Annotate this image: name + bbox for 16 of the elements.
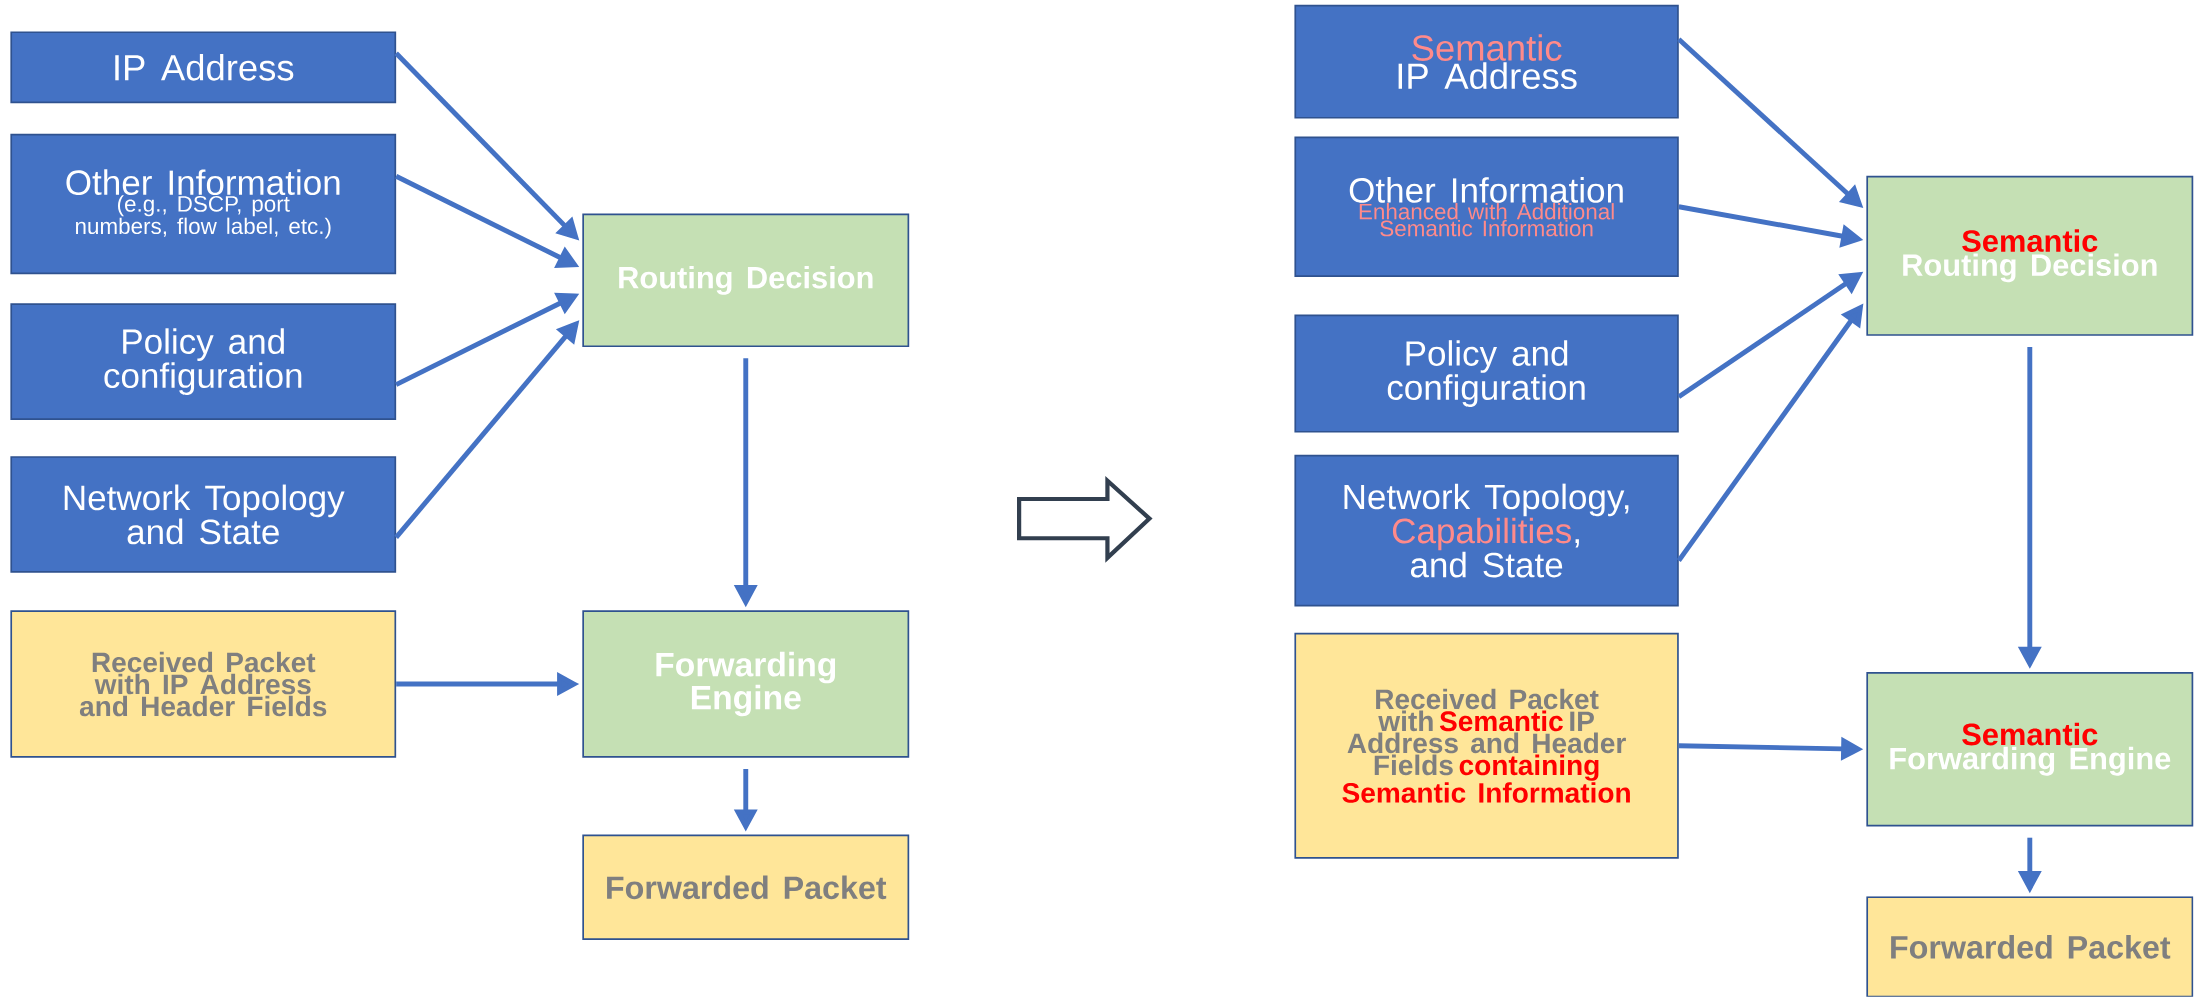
decision-box: Semantic Forwarding Engine — [1866, 672, 2194, 827]
input-box: Network Topology, Capabilities, and State — [1294, 454, 1679, 607]
packet-box: Received Packet with Semantic IP Address and Header Fields containing Semantic Information — [1294, 632, 1679, 859]
decision-box: Semantic Routing Decision — [1866, 175, 2194, 336]
packet-box: Forwarded Packet — [582, 834, 910, 941]
packet-box: Received Packet with IP Address and Header Fields — [10, 610, 397, 758]
input-box: Other Information Enhanced with Additional Semantic Information — [1294, 136, 1679, 278]
input-box: Semantic IP Address — [1294, 4, 1679, 119]
input-box: Network Topology and State — [10, 456, 397, 573]
input-box: Other Information (e.g., DSCP, port numbers, flow label, etc.) — [10, 133, 397, 275]
input-box: Policy and configuration — [10, 303, 397, 421]
decision-box: Routing Decision — [582, 213, 910, 348]
input-box: IP Address — [10, 31, 397, 104]
packet-box: Forwarded Packet — [1866, 896, 2194, 997]
input-box: Policy and configuration — [1294, 314, 1679, 433]
decision-box: Forwarding Engine — [582, 610, 910, 758]
